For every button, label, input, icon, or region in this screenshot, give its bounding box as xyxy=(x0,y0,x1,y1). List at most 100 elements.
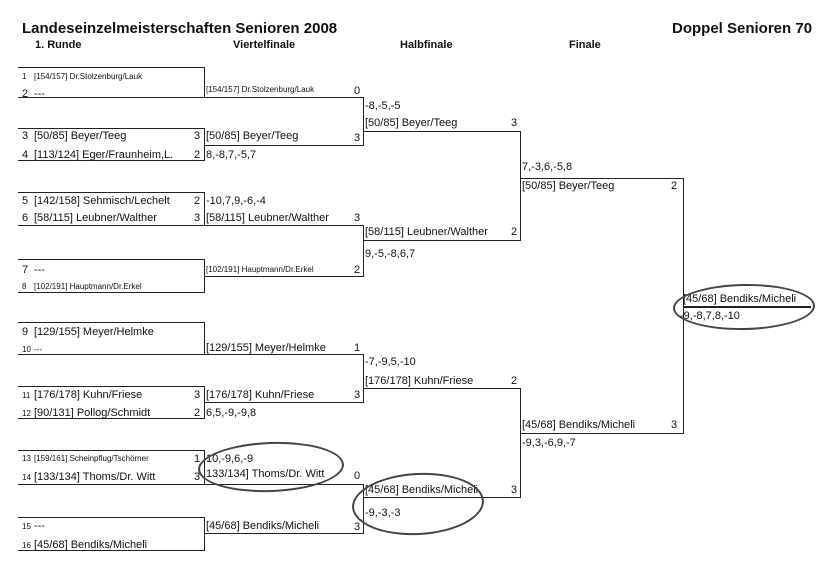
r1-line xyxy=(18,550,205,551)
set-score: 3 xyxy=(354,212,361,224)
seed-number: 14 xyxy=(22,473,31,482)
r1-line xyxy=(18,418,205,419)
seed-number: 12 xyxy=(22,409,31,418)
seed-number: 5 xyxy=(22,195,29,207)
seed-number: 11 xyxy=(22,391,31,400)
r1-line xyxy=(18,450,205,451)
seed-number: 3 xyxy=(22,130,29,142)
set-score: 3 xyxy=(354,521,361,533)
category-title: Doppel Senioren 70 xyxy=(672,20,813,37)
set-score: 2 xyxy=(511,375,518,387)
player-name: --- xyxy=(34,345,42,354)
round-header-3: Halbfinale xyxy=(400,39,453,51)
player-name: [142/158] Sehmisch/Lechelt xyxy=(34,195,170,207)
match-result: -10,7,9,-6,-4 xyxy=(206,195,266,207)
seed-number: 7 xyxy=(22,264,29,276)
player-name: [58/115] Leubner/Walther xyxy=(365,226,488,238)
r1-connector xyxy=(204,259,205,292)
player-name: --- xyxy=(34,88,45,100)
r1-line xyxy=(18,192,205,193)
winner-line xyxy=(683,306,811,308)
set-score: 3 xyxy=(511,117,518,129)
set-score: 3 xyxy=(354,132,361,144)
qf-line xyxy=(204,225,364,226)
match-result: -8,-5,-5 xyxy=(365,100,401,112)
seed-number: 16 xyxy=(22,541,31,550)
qf-line xyxy=(204,354,364,355)
r1-connector xyxy=(204,192,205,225)
player-name: [58/115] Leubner/Walther xyxy=(34,212,157,224)
highlight-ellipse xyxy=(672,282,816,332)
qf-line xyxy=(204,484,364,485)
player-name: [90/131] Pollog/Schmidt xyxy=(34,407,151,419)
seed-number: 1 xyxy=(22,72,27,81)
r1-connector xyxy=(204,322,205,354)
player-name: [58/115] Leubner/Walther xyxy=(206,212,329,224)
seed-number: 9 xyxy=(22,326,29,338)
qf-line xyxy=(204,402,364,403)
player-name: [113/124] Eger/Fraunheim,L. xyxy=(34,149,174,161)
set-score: 2 xyxy=(354,264,361,276)
qf-connector xyxy=(363,484,364,533)
player-name: [50/85] Beyer/Teeg xyxy=(365,117,458,129)
qf-line xyxy=(204,533,364,534)
r1-line xyxy=(18,67,205,68)
set-score: 1 xyxy=(354,342,361,354)
match-result: -7,-9,5,-10 xyxy=(365,356,416,368)
winner-result: -9,-8,7,8,-10 xyxy=(680,310,740,322)
match-result: 9,-5,-8,6,7 xyxy=(365,248,416,260)
seed-number: 4 xyxy=(22,149,29,161)
set-score: 2 xyxy=(194,195,201,207)
seed-number: 13 xyxy=(22,454,31,463)
qf-connector xyxy=(363,97,364,145)
qf-line xyxy=(204,145,364,146)
set-score: 3 xyxy=(194,212,201,224)
player-name: [154/157] Dr.Stolzenburg/Lauk xyxy=(34,72,143,81)
set-score: 3 xyxy=(194,389,201,401)
seed-number: 10 xyxy=(22,345,31,354)
sf-connector xyxy=(520,388,521,497)
set-score: 1 xyxy=(194,453,201,465)
match-result: 8,-8,7,-5,7 xyxy=(206,149,257,161)
r1-connector xyxy=(204,128,205,160)
player-name: 133/134] Thoms/Dr. Witt xyxy=(206,468,325,480)
match-result: 7,-3,6,-5,8 xyxy=(522,161,573,173)
r1-line xyxy=(18,484,205,485)
player-name: [159/161] Scheinpflug/Tschörner xyxy=(34,454,149,463)
player-name: [50/85] Beyer/Teeg xyxy=(34,130,127,142)
seed-number: 15 xyxy=(22,522,31,531)
set-score: 3 xyxy=(194,130,201,142)
r1-line xyxy=(18,386,205,387)
seed-number: 6 xyxy=(22,212,29,224)
r1-line xyxy=(18,517,205,518)
player-name: [102/191] Hauptmann/Dr.Erkel xyxy=(206,265,314,274)
set-score: 3 xyxy=(671,419,678,431)
qf-connector xyxy=(363,354,364,402)
set-score: 3 xyxy=(194,471,201,483)
sf-connector xyxy=(520,131,521,240)
player-name: --- xyxy=(34,264,45,276)
set-score: 2 xyxy=(511,226,518,238)
player-name: [102/191] Hauptmann/Dr.Erkel xyxy=(34,282,142,291)
player-name: [45/68] Bendiks/Micheli xyxy=(206,520,320,532)
set-score: 0 xyxy=(354,85,361,97)
r1-line xyxy=(18,160,205,161)
round-header-4: Finale xyxy=(569,39,601,51)
round-header-1: 1. Runde xyxy=(35,39,82,51)
highlight-ellipse xyxy=(350,469,486,539)
player-name: [176/178] Kuhn/Friese xyxy=(34,389,143,401)
player-name: [45/68] Bendiks/Micheli xyxy=(34,539,148,551)
player-name: [129/155] Meyer/Helmke xyxy=(34,326,154,338)
final-connector xyxy=(683,178,684,433)
r1-line xyxy=(18,128,205,129)
match-result: 10,-9,6,-9 xyxy=(206,453,254,465)
r1-line xyxy=(18,322,205,323)
page-title: Landeseinzelmeisterschaften Senioren 200… xyxy=(22,20,338,37)
player-name: [50/85] Beyer/Teeg xyxy=(522,180,615,192)
match-result: 6,5,-9,-9,8 xyxy=(206,407,257,419)
set-score: 2 xyxy=(194,407,201,419)
round-header-2: Viertelfinale xyxy=(233,39,296,51)
player-name: --- xyxy=(34,520,45,532)
sf-line xyxy=(363,388,521,389)
r1-line xyxy=(18,225,205,226)
